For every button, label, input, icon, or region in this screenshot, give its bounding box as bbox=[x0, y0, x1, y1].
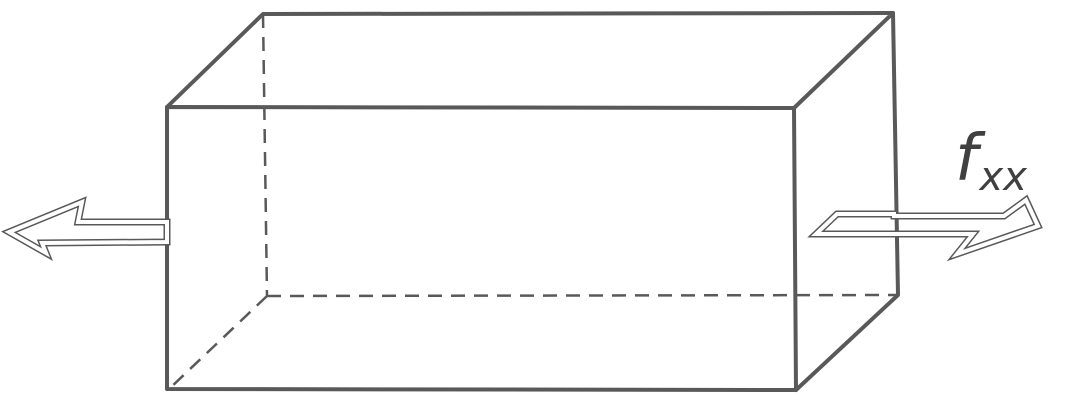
left-force-arrow bbox=[1, 196, 171, 261]
front-face bbox=[165, 105, 798, 392]
visible-edges bbox=[165, 11, 900, 392]
back-bottom-edge bbox=[266, 293, 899, 298]
top-face-edges bbox=[165, 11, 895, 110]
hidden-edges bbox=[168, 13, 899, 390]
force-subscript: xx bbox=[979, 154, 1027, 200]
bottom-left-depth-edge bbox=[168, 295, 268, 390]
force-symbol: f bbox=[955, 122, 978, 196]
force-label: fxx bbox=[955, 122, 1027, 200]
right-face-edges bbox=[794, 11, 900, 392]
back-left-vertical-edge bbox=[261, 13, 269, 297]
right-force-arrow bbox=[807, 194, 1043, 262]
